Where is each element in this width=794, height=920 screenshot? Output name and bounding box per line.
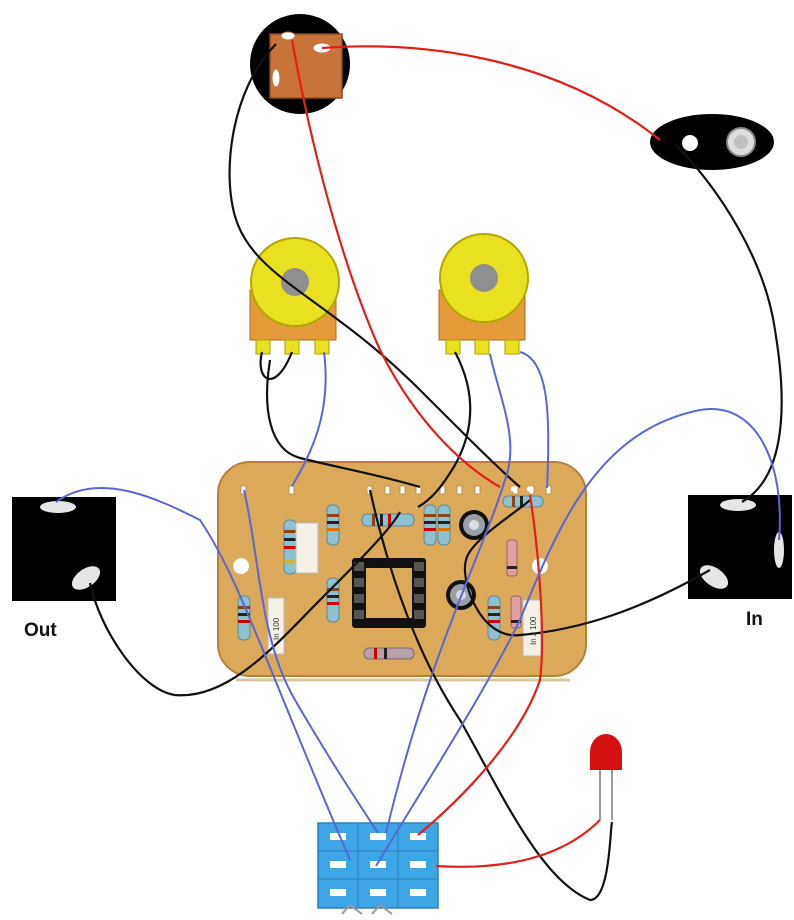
dc-power-jack (250, 14, 350, 114)
resistors-horizontal (361, 495, 544, 660)
circuit-board: In 100 In J 100 (217, 461, 587, 682)
red-wires (290, 39, 661, 868)
solder-points (511, 486, 533, 492)
trimmer-left-marking: In 100 (272, 617, 281, 640)
input-label: In (746, 609, 763, 630)
electrolytic-capacitor-1 (459, 510, 489, 540)
film-capacitor (295, 522, 319, 574)
trimmer-right-marking: In J 100 (529, 616, 538, 645)
battery-snap (650, 114, 774, 170)
potentiometer-right (438, 233, 529, 355)
ic-socket (352, 558, 426, 628)
output-jack (12, 497, 116, 601)
potentiometer-left (249, 237, 340, 355)
footswitch-3pdt (317, 822, 439, 915)
led (590, 734, 622, 820)
output-label: Out (24, 620, 57, 641)
blue-wires (55, 351, 781, 867)
input-jack (688, 495, 792, 599)
